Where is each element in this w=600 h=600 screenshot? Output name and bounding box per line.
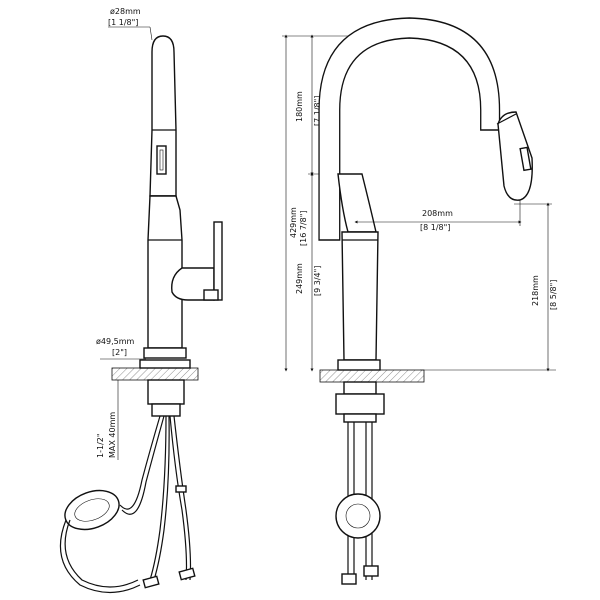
side-mounting-nut — [147, 379, 185, 405]
body-height-dimension: 249mm [9 3/4"] — [295, 172, 322, 372]
spout-height-inch: [7 1/8"] — [313, 96, 322, 126]
front-hoses — [335, 422, 381, 585]
sprayer-button — [519, 146, 532, 172]
front-view: 429mm [16 7/8"] 180mm [7 1/8"] 249mm [9 … — [282, 17, 558, 585]
spout-height-mm: 180mm — [295, 91, 304, 122]
hose-weight — [64, 489, 120, 531]
reach-mm: 208mm — [422, 209, 453, 218]
spout-clearance-dimension: 218mm [8 5/8"] — [514, 202, 558, 372]
top-diameter-mm: ø28mm — [110, 7, 141, 16]
side-spout — [149, 35, 177, 197]
side-body — [143, 195, 223, 359]
front-mounting-nut — [335, 393, 385, 415]
pull-down-sprayer — [497, 111, 533, 201]
spout-clearance-mm: 218mm — [531, 275, 540, 306]
reach-inch: [8 1/8"] — [420, 223, 450, 232]
side-deck — [111, 367, 199, 381]
front-deck — [319, 369, 425, 383]
body-height-mm: 249mm — [295, 263, 304, 294]
spray-button — [156, 145, 167, 175]
deck-thickness-inch: 1-1/2" — [96, 433, 105, 458]
base-diameter-inch: [2"] — [112, 348, 127, 357]
front-base — [337, 359, 381, 371]
front-hose-weight — [335, 493, 381, 539]
base-diameter-mm: ø49,5mm — [96, 337, 135, 346]
side-view: ø28mm [1 1/8"] ø49,5mm [2"] — [59, 7, 223, 594]
spout-clearance-inch: [8 5/8"] — [549, 280, 558, 310]
front-gooseneck — [318, 17, 533, 241]
top-diameter-dimension: ø28mm [1 1/8"] — [108, 7, 153, 41]
reach-dimension: 208mm [8 1/8"] — [354, 200, 522, 232]
front-body — [337, 173, 381, 371]
side-base — [143, 347, 187, 359]
deck-thickness-mm: MAX 40mm — [108, 412, 117, 458]
total-height-inch: [16 7/8"] — [299, 210, 308, 246]
deck-thickness-dimension: 1-1/2" MAX 40mm — [96, 380, 119, 460]
total-height-mm: 429mm — [289, 207, 298, 238]
body-height-inch: [9 3/4"] — [313, 266, 322, 296]
base-diameter-dimension: ø49,5mm [2"] — [96, 337, 146, 360]
top-diameter-inch: [1 1/8"] — [108, 18, 138, 27]
side-hoses — [59, 415, 196, 594]
handle-lever — [213, 221, 223, 301]
